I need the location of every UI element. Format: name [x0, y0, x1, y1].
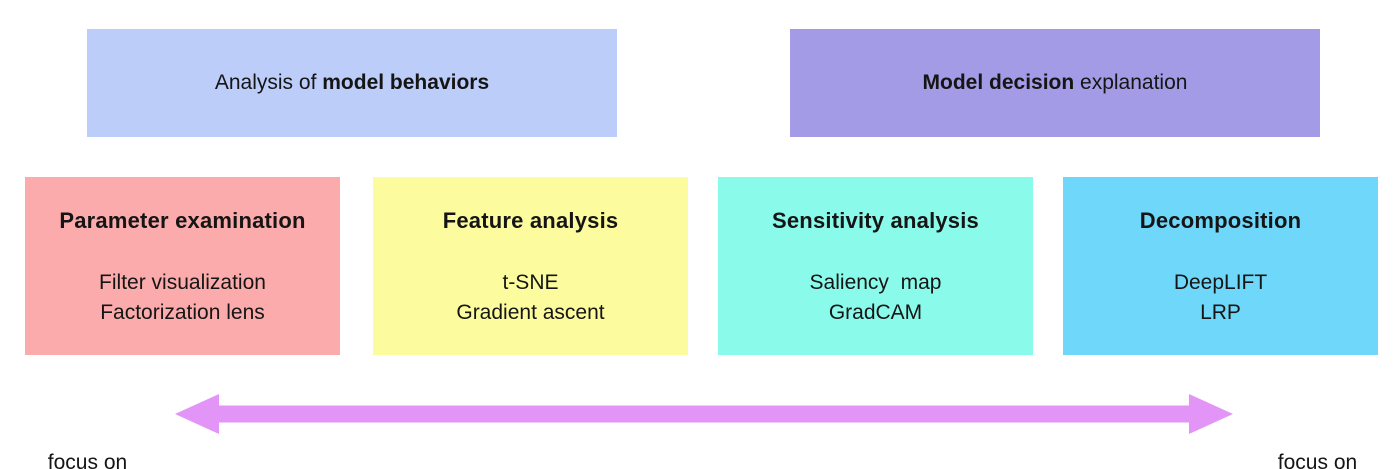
group-box-label: Model decision explanation [923, 69, 1188, 97]
category-items: Filter visualization Factorization lens [25, 268, 340, 328]
category-item: t-SNE [502, 271, 559, 294]
group-box-label: Analysis of model behaviors [215, 69, 489, 97]
category-item: DeepLIFT [1173, 271, 1268, 294]
category-title: Parameter examination [59, 208, 306, 233]
axis-label-focus-models: focus on models [25, 388, 150, 469]
category-items: DeepLIFT LRP [1063, 268, 1378, 328]
category-item: Saliency map [809, 271, 942, 294]
label-suffix: explanation [1074, 71, 1188, 94]
label-bold: model behaviors [322, 71, 490, 94]
category-items: t-SNE Gradient ascent [373, 268, 688, 328]
axis-label-line: focus on [47, 451, 128, 469]
category-title: Sensitivity analysis [772, 208, 979, 233]
category-box-feature-analysis: Feature analysis t-SNE Gradient ascent [373, 177, 688, 355]
category-title: Decomposition [1139, 208, 1302, 233]
group-box-model-decision: Model decision explanation [790, 29, 1320, 137]
category-item: LRP [1200, 301, 1241, 324]
category-item: Gradient ascent [456, 301, 605, 324]
axis-label-line: focus on [1277, 451, 1358, 469]
category-item: Factorization lens [100, 301, 265, 324]
double-arrow-shape [175, 394, 1233, 434]
category-title: Feature analysis [442, 208, 619, 233]
group-box-model-behaviors: Analysis of model behaviors [87, 29, 617, 137]
category-box-decomposition: Decomposition DeepLIFT LRP [1063, 177, 1378, 355]
category-box-sensitivity-analysis: Sensitivity analysis Saliency map GradCA… [718, 177, 1033, 355]
category-item: GradCAM [828, 301, 923, 324]
category-box-parameter-examination: Parameter examination Filter visualizati… [25, 177, 340, 355]
label-bold: Model decision [922, 71, 1075, 94]
double-arrow [175, 394, 1233, 434]
category-item: Filter visualization [99, 271, 266, 294]
category-items: Saliency map GradCAM [718, 268, 1033, 328]
label-prefix: Analysis of [214, 71, 323, 94]
axis-label-focus-data: focus on data [1255, 388, 1380, 469]
